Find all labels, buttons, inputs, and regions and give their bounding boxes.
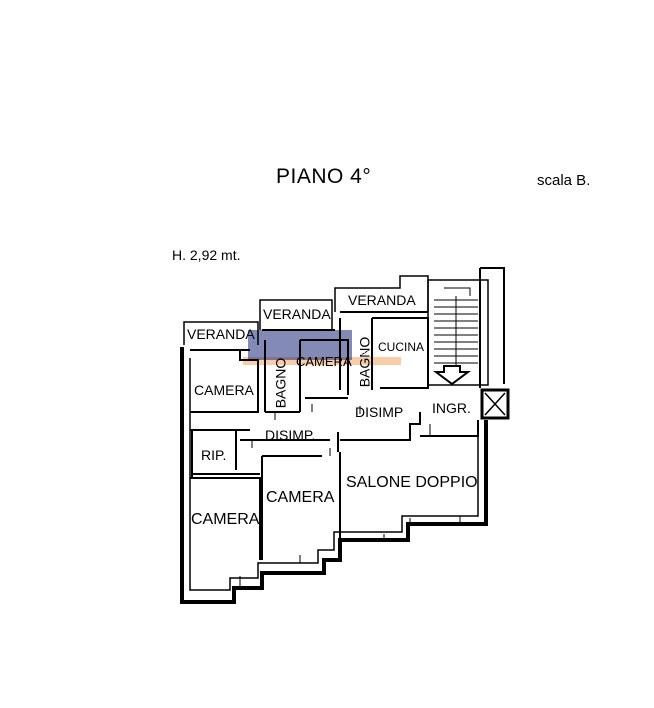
entrance-arrow bbox=[433, 365, 471, 386]
room-label-ingr: INGR. bbox=[432, 400, 471, 416]
elevator-cross bbox=[484, 392, 506, 416]
room-label-camera-small: CAMERA bbox=[296, 354, 352, 369]
room-label-veranda-right: VERANDA bbox=[348, 292, 416, 308]
bagno-right-walls bbox=[339, 318, 373, 390]
camera-bottom-left-walls bbox=[190, 477, 261, 560]
stairwell-frame bbox=[479, 267, 505, 388]
ceiling-height: H. 2,92 mt. bbox=[172, 247, 241, 263]
stair-core bbox=[427, 279, 489, 386]
rip-walls bbox=[191, 430, 260, 478]
room-label-bagno-left: BAGNO bbox=[272, 357, 289, 409]
veranda-left-outline bbox=[183, 321, 259, 345]
room-label-bagno-right: BAGNO bbox=[356, 336, 373, 388]
door-marks bbox=[239, 404, 461, 588]
room-label-veranda-left: VERANDA bbox=[187, 326, 255, 342]
room-label-rip: RIP. bbox=[201, 447, 227, 463]
veranda-mid-outline bbox=[259, 299, 333, 330]
room-label-veranda-mid: VERANDA bbox=[263, 306, 331, 322]
camera-center-walls bbox=[261, 452, 341, 560]
room-label-camera-bottom-left: CAMERA bbox=[191, 511, 260, 528]
camera-small-walls bbox=[300, 339, 349, 399]
corridor-walls bbox=[240, 412, 479, 452]
inner-wall-left bbox=[189, 358, 479, 591]
elevator-box bbox=[480, 388, 510, 420]
room-label-salone: SALONE DOPPIO bbox=[346, 474, 478, 491]
outer-wall bbox=[180, 347, 488, 604]
plan-title: PIANO 4° bbox=[276, 165, 372, 188]
room-label-camera-center: CAMERA bbox=[266, 489, 335, 506]
room-label-cucina: CUCINA bbox=[378, 340, 425, 354]
watermark-text: Casa bbox=[352, 348, 371, 357]
camera-top-left-walls bbox=[190, 350, 259, 431]
watermark-band bbox=[243, 357, 401, 365]
stair-treads bbox=[434, 287, 478, 372]
bagno-left-walls bbox=[264, 340, 301, 413]
room-label-disimp-left: DISIMP. bbox=[265, 427, 316, 443]
room-label-camera-top-left: CAMERA bbox=[194, 382, 254, 398]
room-label-disimp-right: DISIMP bbox=[355, 404, 404, 420]
stair-label: scala B. bbox=[537, 172, 591, 189]
